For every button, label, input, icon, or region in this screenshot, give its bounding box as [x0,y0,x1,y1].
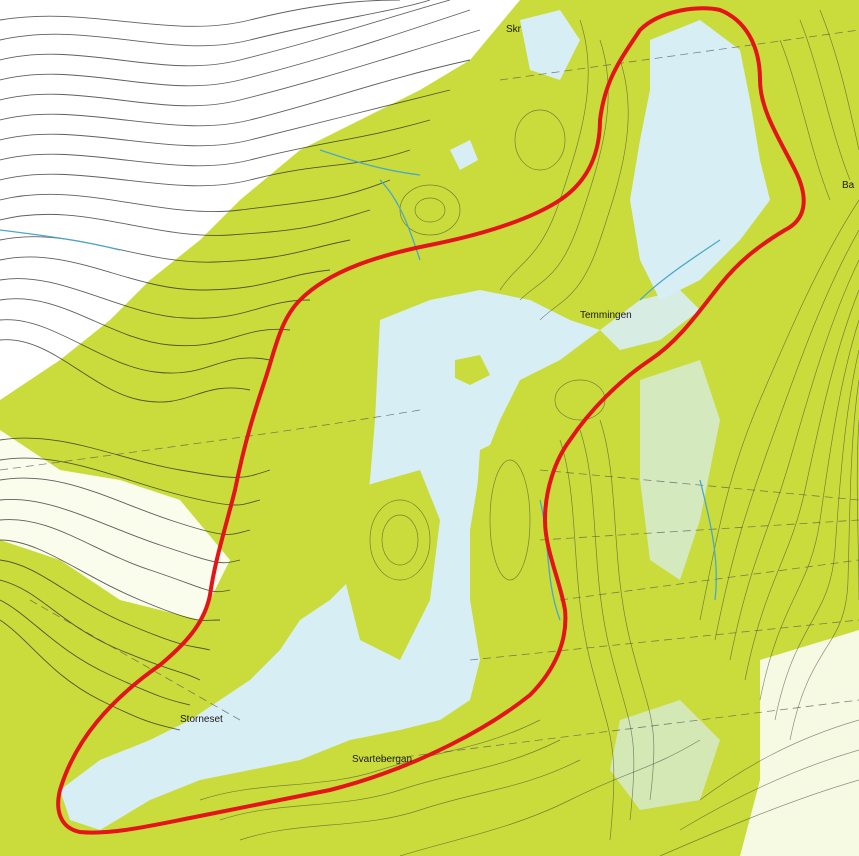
open-land-west [0,430,230,620]
pond-north [520,10,580,80]
open-land-southeast [740,630,859,856]
place-label-storneset: Storneset [180,714,223,725]
place-label-svartebergan: Svartebergan [352,754,412,765]
study-area-boundary [56,6,806,835]
lake-northeast [630,20,770,300]
pond-small [450,140,478,170]
dashed-tracks [0,29,859,761]
island-1 [455,355,490,385]
place-label-skr: Skr [506,24,522,35]
island-2 [345,470,440,660]
wetland-southeast [610,700,720,810]
streams [0,149,721,621]
open-land-northwest [0,0,520,400]
lake-main [60,290,600,830]
place-label-ba: Ba [842,180,855,191]
wetland-east [640,360,720,580]
lake-east-channel [600,290,700,350]
island-3 [475,430,540,640]
place-label-temmingen: Temmingen [580,310,632,321]
